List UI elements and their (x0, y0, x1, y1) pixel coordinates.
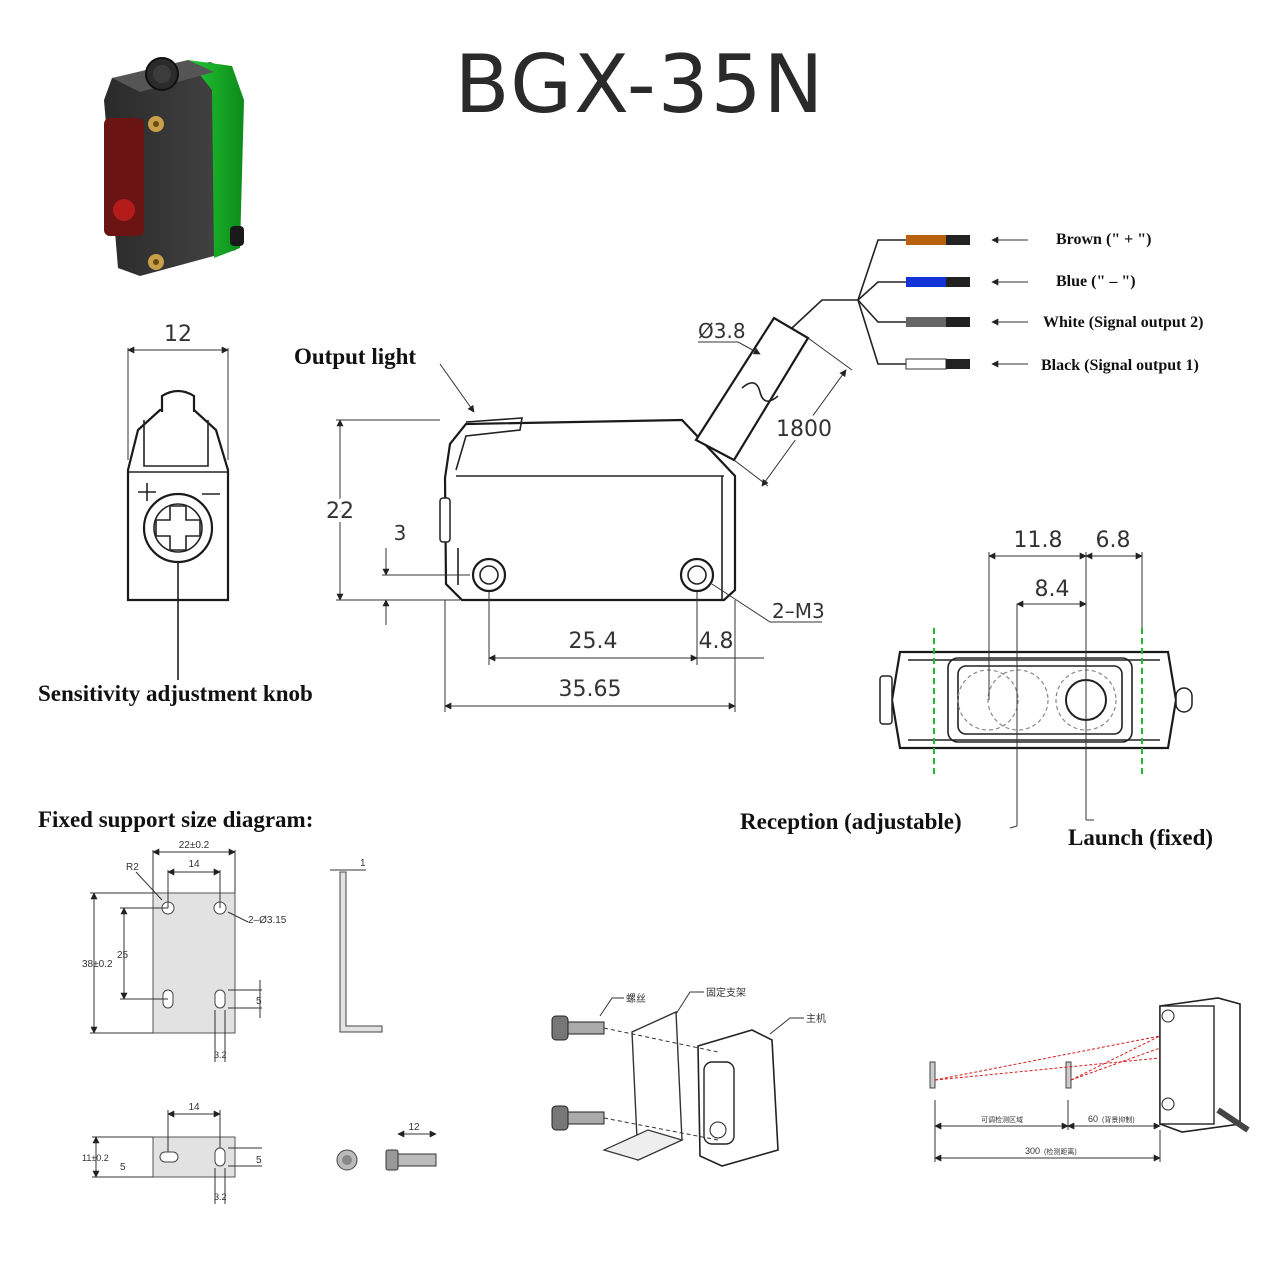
label-reception: Reception (adjustable) (740, 809, 962, 834)
range-diagram: 可调检测区域 60 (背景抑制) 300 (检测距离) (929, 997, 1250, 1162)
dim-hole-edge: 4.8 (699, 629, 734, 654)
range-far-note: (检测距离) (1044, 1147, 1077, 1156)
range-near: 60 (1088, 1114, 1098, 1124)
range-near-note: (背景抑制) (1102, 1115, 1135, 1124)
bracket-side: 1 (330, 858, 383, 1033)
dim-holes: 2–M3 (772, 599, 825, 623)
bracket-bottom-w: 3.2 (214, 1192, 227, 1202)
wire-black: Black (Signal output 1) (905, 357, 1199, 374)
lens-view: 11.8 6.8 8.4 (879, 528, 1193, 829)
label-sensitivity-knob: Sensitivity adjustment knob (38, 681, 313, 706)
wire-blue-label: Blue (" – ") (1056, 273, 1136, 290)
label-launch: Launch (fixed) (1068, 825, 1213, 850)
wire-brown: Brown (" + ") (906, 231, 1151, 248)
bracket-slot-span: 25 (117, 950, 129, 961)
bracket-bottom-slot2: 5 (256, 1155, 262, 1166)
bracket-slot-len: 5 (256, 996, 262, 1007)
bracket-slot-w: 3.2 (214, 1050, 227, 1060)
assembly-host: 主机 (806, 1012, 826, 1025)
wire-black-label: Black (Signal output 1) (1041, 357, 1199, 374)
wire-blue-swatch (906, 277, 946, 287)
wire-list: Brown (" + ") Blue (" – ") White (Signal… (905, 231, 1203, 374)
wire-blue: Blue (" – ") (906, 273, 1136, 290)
label-output-light: Output light (294, 344, 416, 369)
bracket-bottom: 14 11±0.2 5 5 3.2 (82, 1102, 262, 1204)
bracket-bottom-slot: 5 (120, 1162, 126, 1173)
label-support-title: Fixed support size diagram: (38, 807, 313, 832)
wire-brown-label: Brown (" + ") (1056, 231, 1151, 248)
bracket-bottom-height: 11±0.2 (82, 1153, 109, 1163)
dim-front-width: 12 (164, 322, 192, 347)
dim-lens-b: 6.8 (1096, 528, 1131, 553)
wire-black-swatch (905, 358, 947, 370)
product-photo (104, 57, 244, 276)
bracket-hole-span: 14 (188, 859, 200, 870)
bracket-radius: R2 (126, 862, 139, 873)
wire-white: White (Signal output 2) (906, 314, 1203, 331)
range-zone: 可调检测区域 (981, 1115, 1023, 1124)
assembly-screw: 螺丝 (626, 993, 646, 1005)
dim-lens-c: 8.4 (1035, 577, 1070, 602)
assembly-bracket: 固定支架 (706, 986, 746, 999)
dim-lens-a: 11.8 (1014, 528, 1063, 553)
bracket-width: 22±0.2 (179, 840, 210, 851)
side-view: 22 3 25.4 4.8 35.65 2–M3 Ø3.8 1800 (322, 239, 906, 712)
wire-white-swatch (906, 317, 946, 327)
bracket-bottom-span: 14 (188, 1102, 200, 1113)
dim-hole-spacing: 25.4 (569, 629, 618, 654)
dim-cable-len: 1800 (776, 417, 832, 442)
dim-cable-dia: Ø3.8 (698, 319, 746, 343)
range-far: 300 (1025, 1146, 1040, 1156)
wire-white-label: White (Signal output 2) (1043, 314, 1203, 331)
product-title: BGX-35N (454, 38, 826, 131)
dim-offset: 3 (394, 521, 407, 545)
screw-length: 12 (408, 1122, 420, 1133)
bracket-thickness: 1 (360, 858, 366, 869)
screw-drawing: 12 (336, 1122, 437, 1171)
front-view: 12 (126, 322, 230, 680)
wire-brown-swatch (906, 235, 946, 245)
bracket-holes: 2–Ø3.15 (248, 915, 287, 926)
bracket-height: 38±0.2 (82, 959, 113, 970)
dim-length: 35.65 (559, 677, 622, 702)
dim-height: 22 (326, 499, 354, 524)
assembly-drawing: 螺丝 固定支架 主机 (551, 986, 826, 1167)
bracket-front: 22±0.2 14 R2 38±0.2 25 2–Ø3.15 5 3.2 (82, 840, 287, 1062)
